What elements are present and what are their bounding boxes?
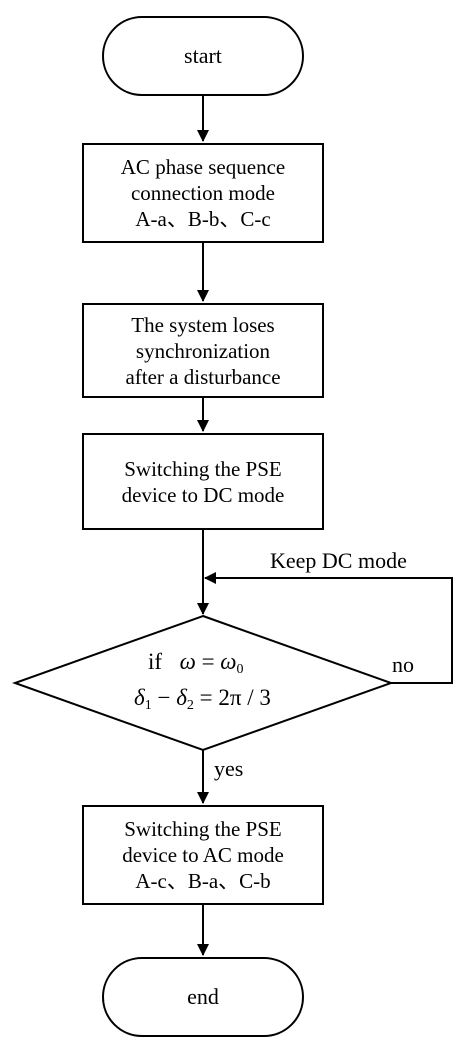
keep-dc-mode-label: Keep DC mode: [270, 548, 407, 573]
condition-if-keyword: if: [148, 649, 163, 674]
no-label: no: [392, 652, 414, 677]
omega-symbol: ω: [179, 649, 196, 674]
step-ac-phase-sequence-line-1: AC phase sequence: [120, 155, 286, 179]
step-switch-to-ac: Switching the PSE device to AC mode A-c、…: [82, 805, 324, 905]
step-switch-to-dc-line-2: device to DC mode: [121, 482, 285, 507]
equals-sign-1: =: [201, 649, 215, 674]
start-terminal: start: [102, 16, 304, 96]
step-loses-synchronization: The system loses synchronization after a…: [82, 303, 324, 398]
step-switch-to-dc-line-1: Switching the PSE: [124, 456, 282, 481]
step-switch-to-ac-line-2: device to AC mode: [122, 843, 284, 867]
omega-zero-symbol: ω: [220, 649, 237, 674]
delta-1-subscript: 1: [144, 698, 152, 713]
minus-sign: −: [157, 685, 171, 710]
decision-diamond: [12, 614, 394, 752]
step-loses-synchronization-line-2: synchronization: [135, 338, 271, 363]
arrow-no-loop: [204, 572, 453, 684]
start-label: start: [184, 43, 222, 68]
omega-zero-subscript: 0: [236, 662, 244, 677]
step-ac-phase-sequence-line-2: connection mode: [130, 181, 276, 205]
decision-condition-frequency: if ω = ω0: [148, 648, 244, 677]
step-loses-synchronization-line-1: The system loses: [131, 312, 275, 337]
equals-sign-2: =: [199, 685, 213, 710]
angle-value: 2π / 3: [218, 685, 271, 710]
delta-2-subscript: 2: [186, 698, 194, 713]
end-terminal: end: [102, 957, 304, 1037]
step-ac-phase-sequence: AC phase sequence connection mode A-a、B-…: [82, 143, 324, 243]
step-switch-to-dc: Switching the PSE device to DC mode: [82, 433, 324, 530]
step-switch-to-ac-line-1: Switching the PSE: [124, 817, 282, 841]
step-switch-to-ac-line-3: A-c、B-a、C-b: [135, 869, 271, 893]
decision-condition-angle: δ1 − δ2 = 2π / 3: [134, 684, 271, 713]
delta-2-symbol: δ: [176, 685, 187, 710]
end-label: end: [187, 984, 219, 1009]
step-loses-synchronization-line-3: after a disturbance: [125, 364, 281, 389]
yes-label: yes: [214, 756, 244, 781]
delta-1-symbol: δ: [134, 685, 145, 710]
step-ac-phase-sequence-line-3: A-a、B-b、C-c: [135, 207, 271, 231]
